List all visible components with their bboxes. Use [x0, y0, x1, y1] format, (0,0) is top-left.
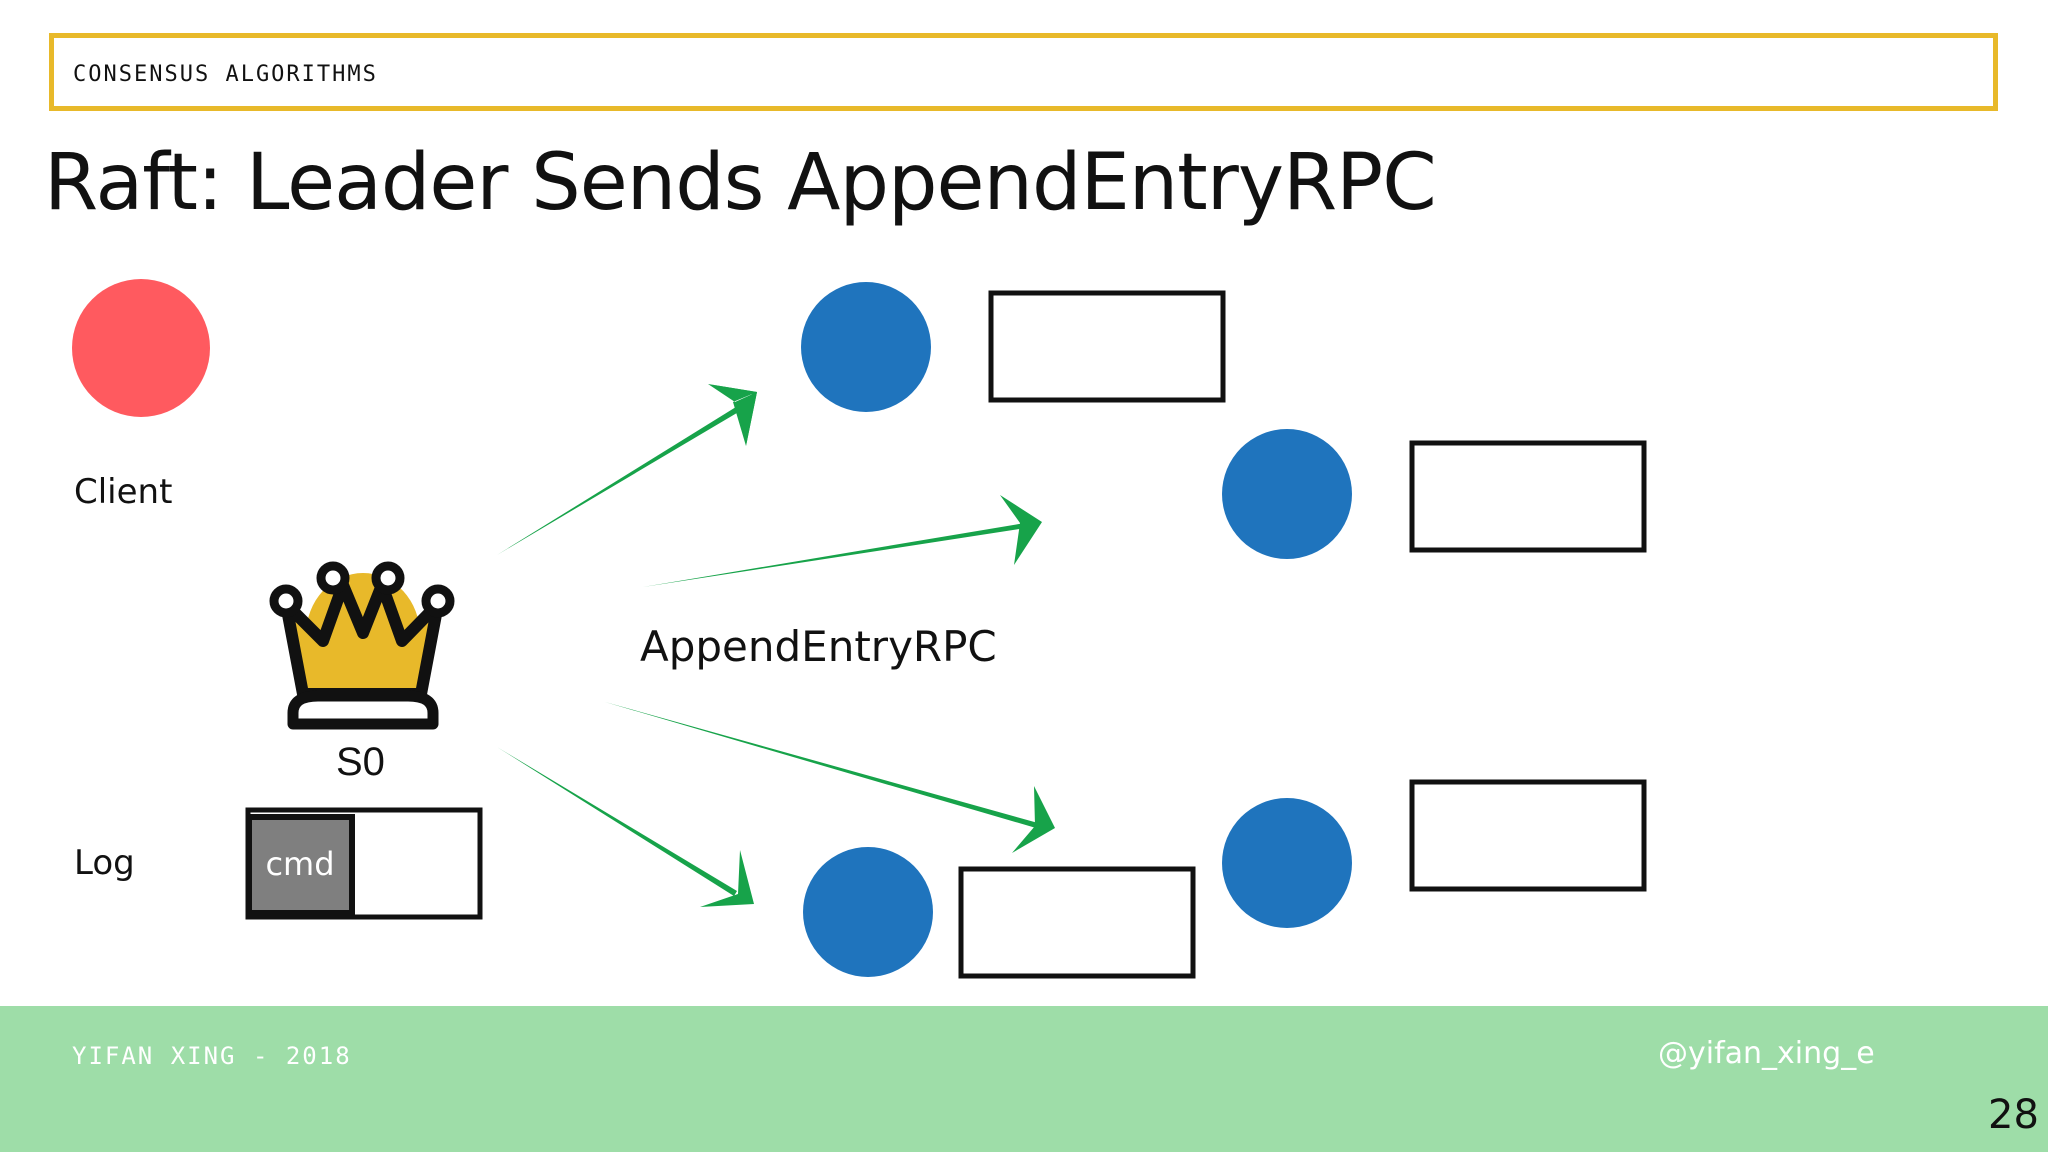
- section-header-box: [49, 33, 1998, 111]
- leader-label: S0: [336, 740, 385, 784]
- slide-title: Raft: Leader Sends AppendEntryRPC: [44, 138, 1437, 228]
- arrow-to-follower-1: [497, 384, 757, 555]
- log-entry-cmd: [246, 814, 355, 916]
- log-entry-label: cmd: [265, 845, 335, 883]
- follower-log-2: [1409, 440, 1647, 553]
- client-node: [72, 279, 210, 417]
- follower-node-4: [1222, 798, 1352, 928]
- follower-log-1: [988, 290, 1226, 403]
- arrow-to-follower-4: [605, 702, 1055, 853]
- rpc-label: AppendEntryRPC: [640, 622, 997, 671]
- arrow-to-follower-2: [643, 495, 1042, 587]
- footer-author: YIFAN XING - 2018: [72, 1042, 352, 1070]
- log-label: Log: [74, 843, 135, 883]
- footer-bar: [0, 1006, 2048, 1152]
- page-number: 28: [1988, 1092, 2039, 1138]
- footer-handle: @yifan_xing_e: [1658, 1036, 1875, 1071]
- section-label: CONSENSUS ALGORITHMS: [73, 62, 378, 87]
- follower-node-1: [801, 282, 931, 412]
- follower-node-2: [1222, 429, 1352, 559]
- follower-node-3: [803, 847, 933, 977]
- crown-icon: [269, 561, 455, 730]
- client-label: Client: [74, 472, 173, 512]
- follower-log-4: [1409, 779, 1647, 892]
- follower-log-3: [958, 866, 1196, 979]
- arrow-to-follower-3: [497, 747, 754, 907]
